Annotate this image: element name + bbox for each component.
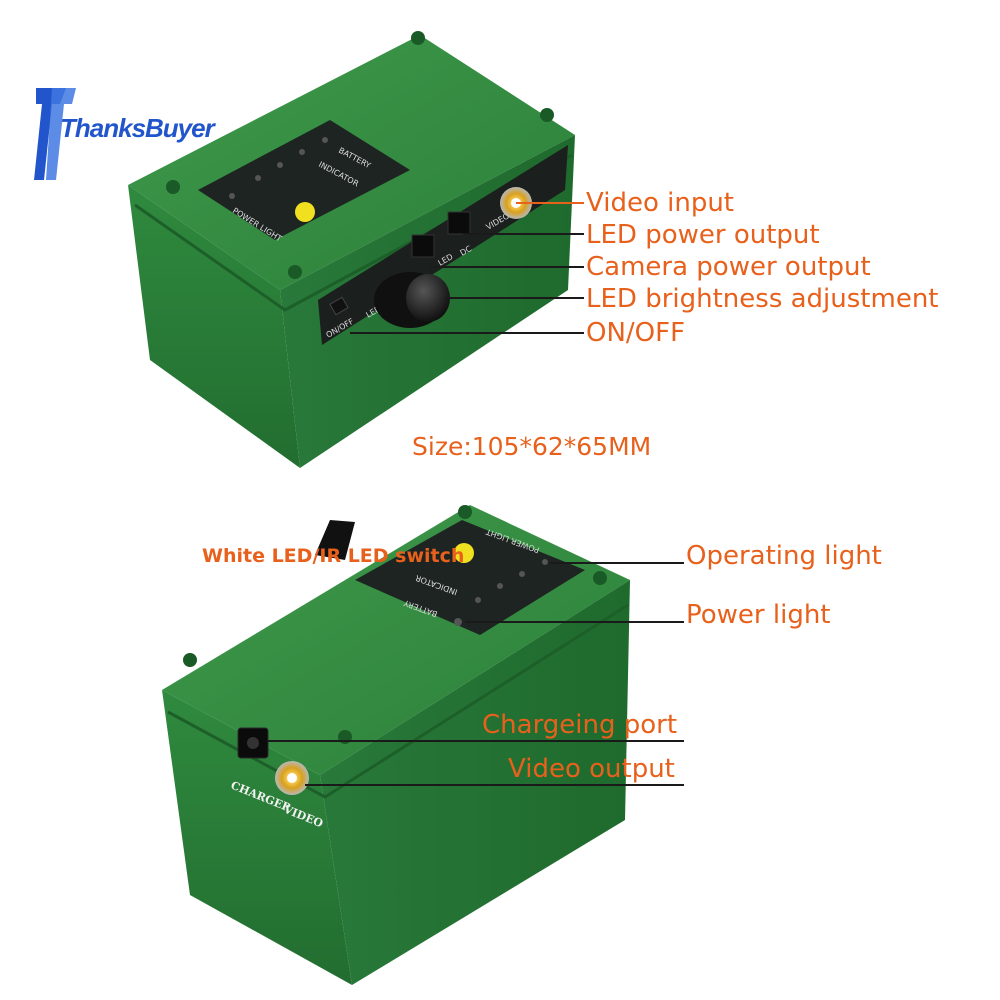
size-label: Size:105*62*65MM	[412, 432, 652, 461]
screw-icon	[288, 265, 302, 279]
led-icon	[454, 618, 462, 626]
top-indicator-panel	[198, 120, 410, 240]
callout-on-off: ON/OFF	[586, 318, 686, 348]
led-icon	[229, 193, 235, 199]
callout-charging-port: Chargeing port	[482, 710, 678, 740]
callout-video-input: Video input	[586, 188, 734, 218]
bottom-device-rim	[167, 603, 629, 799]
screw-icon	[166, 180, 180, 194]
led-icon	[322, 137, 328, 143]
bottom-indicator-panel	[355, 520, 585, 635]
led-icon	[475, 597, 481, 603]
led-icon	[519, 571, 525, 577]
callout-led-power-output: LED power output	[586, 220, 820, 250]
led-power-jack	[411, 234, 435, 258]
brand-name: ThanksBuyer	[60, 113, 215, 143]
bottom-device-front	[162, 690, 352, 985]
bottom-device: POWER LIGHT INDICATOR BATTERY CHARGER VI…	[162, 505, 684, 985]
screw-icon	[540, 108, 554, 122]
callout-white-led-ir-switch: White LED/IR LED switch	[202, 545, 465, 567]
bottom-device-side	[320, 580, 630, 985]
callout-led-brightness-adjustment: LED brightness adjustment	[586, 284, 939, 314]
tb-logo-icon	[34, 88, 76, 180]
callout-video-output: Video output	[508, 754, 675, 784]
callout-power-light: Power light	[686, 600, 831, 630]
on-off-switch	[329, 296, 349, 316]
screw-icon	[411, 31, 425, 45]
led-icon	[497, 583, 503, 589]
rca-center-icon	[287, 773, 297, 783]
led-icon	[542, 559, 548, 565]
camera-power-jack	[447, 211, 471, 235]
yellow-switch-icon	[454, 543, 474, 563]
screw-icon	[593, 571, 607, 585]
knob-back-icon	[315, 520, 355, 560]
led-icon	[277, 162, 283, 168]
led-icon	[255, 175, 261, 181]
callout-operating-light: Operating light	[686, 541, 882, 571]
top-device: BATTERY INDICATOR POWER LIGHT ON/OFF LED…	[128, 31, 584, 468]
callout-camera-power-output: Camera power output	[586, 252, 871, 282]
top-device-front	[128, 185, 300, 468]
dc-pin-icon	[247, 737, 259, 749]
led-icon	[299, 149, 305, 155]
screw-icon	[183, 653, 197, 667]
knob-cap-icon	[406, 274, 450, 322]
screw-icon	[458, 505, 472, 519]
yellow-button-icon	[295, 202, 315, 222]
